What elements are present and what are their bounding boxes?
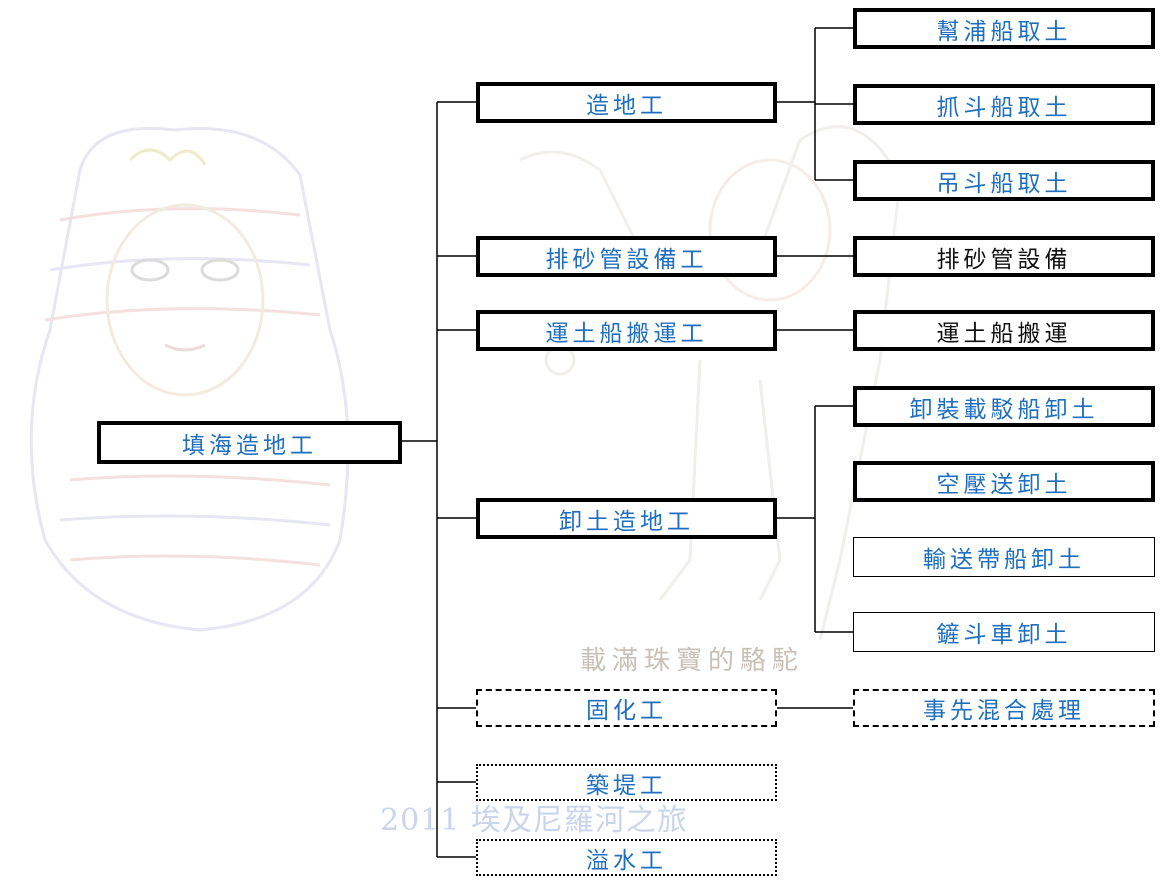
node-chandou: 鏟斗車卸土 [853,612,1155,652]
node-zaodi: 造地工 [476,82,777,123]
background-caption: 載滿珠寶的駱駝 [580,646,805,676]
watermark-text: 2011 埃及尼羅河之旅 [380,803,688,838]
node-shixian: 事先混合處理 [853,689,1155,727]
node-paisha: 排砂管設備工 [476,236,777,277]
node-zhuadou: 抓斗船取土 [853,84,1155,125]
node-kongya: 空壓送卸土 [853,461,1155,502]
node-yuntu-op: 運土船搬運 [853,310,1155,351]
node-yishui: 溢水工 [476,839,777,876]
node-guhua: 固化工 [476,689,777,727]
node-yuntu: 運土船搬運工 [476,310,777,351]
node-xietu: 卸土造地工 [476,498,777,539]
node-paisha-eq: 排砂管設備 [853,236,1155,277]
node-zhudi: 築堤工 [476,764,777,801]
node-diaodou: 吊斗船取土 [853,160,1155,201]
node-root: 填海造地工 [97,421,402,464]
pharaoh-mask-drawing [29,126,350,632]
node-xiezhuang: 卸裝載駁船卸土 [853,386,1155,427]
node-bangpu: 幫浦船取土 [853,8,1155,49]
node-shusong: 輸送帶船卸土 [853,537,1155,577]
